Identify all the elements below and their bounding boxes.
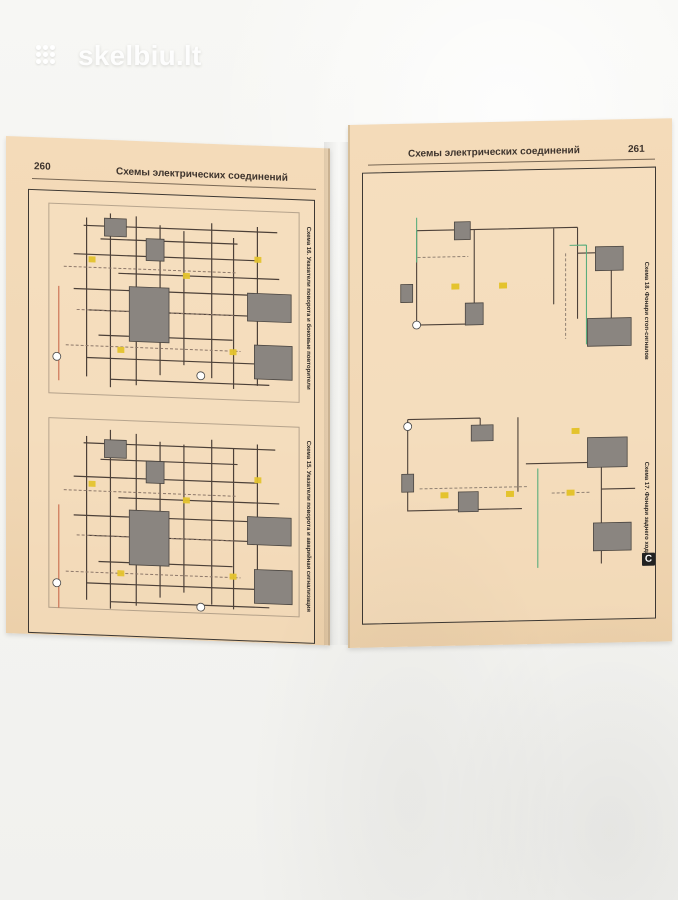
right-page-title: Схемы электрических соединений bbox=[408, 145, 580, 160]
section-c-tab-icon: C bbox=[642, 552, 655, 566]
right-page-number: 261 bbox=[628, 143, 645, 156]
watermark-dots-icon bbox=[36, 45, 60, 67]
right-bottom-caption: Схема 17. Фонари заднего хода bbox=[643, 461, 649, 556]
left-diagram-frame: Схема 16. Указатели поворота и боковые п… bbox=[28, 188, 315, 644]
right-wiring-diagram bbox=[400, 217, 636, 568]
left-top-caption: Схема 16. Указатели поворота и боковые п… bbox=[305, 226, 311, 390]
right-page: Схемы электрических соединений 261 bbox=[348, 118, 672, 649]
open-manual: 260 Схемы электрических соединений bbox=[6, 118, 672, 660]
right-top-caption: Схема 18. Фонари стоп-сигналов bbox=[643, 261, 649, 360]
left-wiring-diagram bbox=[48, 202, 300, 618]
left-page-title: Схемы электрических соединений bbox=[116, 166, 288, 184]
left-page-number: 260 bbox=[34, 161, 51, 173]
left-bottom-caption: Схема 15. Указатели поворота и аварийная… bbox=[305, 440, 311, 613]
right-diagram-frame: Схема 18. Фонари стоп-сигналов Схема 17.… bbox=[362, 166, 656, 625]
left-page: 260 Схемы электрических соединений bbox=[6, 136, 330, 646]
watermark-text: skelbiu.lt bbox=[78, 40, 202, 71]
